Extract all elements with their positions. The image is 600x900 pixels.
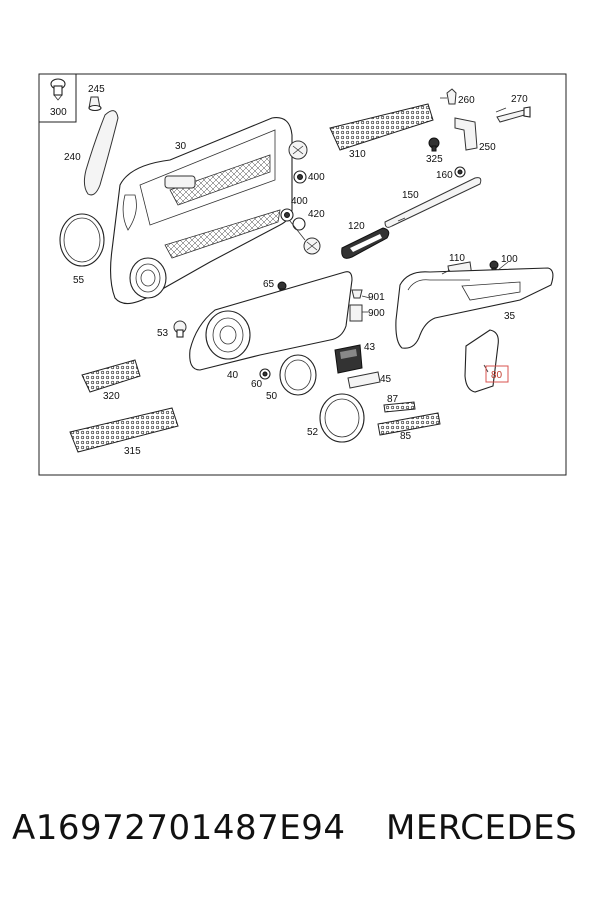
grille-315	[69, 407, 179, 453]
label-50: 50	[266, 391, 278, 402]
trim-150	[384, 177, 482, 228]
brand-name: MERCEDES	[386, 808, 578, 848]
clip-260	[446, 88, 457, 105]
label-45: 45	[380, 374, 392, 385]
label-40: 40	[227, 370, 239, 381]
screw-325	[428, 137, 440, 152]
label-260: 260	[458, 95, 475, 106]
clip-245	[88, 96, 102, 112]
highlight-box-80	[485, 365, 509, 383]
label-245: 245	[88, 84, 105, 95]
label-80: 80	[491, 370, 503, 381]
label-87: 87	[387, 394, 399, 405]
switch-901	[351, 289, 363, 299]
label-901: 901	[368, 292, 385, 303]
label-310: 310	[349, 149, 366, 160]
speaker-grille-55	[59, 213, 105, 267]
label-160: 160	[436, 170, 453, 181]
label-150: 150	[402, 190, 419, 201]
label-270: 270	[511, 94, 528, 105]
label-100: 100	[501, 254, 518, 265]
label-900: 900	[368, 308, 385, 319]
diagram-frame	[38, 73, 567, 476]
armrest-35	[395, 267, 554, 349]
clip-53	[173, 320, 187, 338]
speaker-ring-52	[319, 393, 365, 443]
screw-400b	[280, 208, 321, 255]
clip-300	[50, 78, 66, 101]
label-53: 53	[157, 328, 169, 339]
part-number: A16972701487E94	[12, 808, 346, 848]
label-300: 300	[50, 107, 67, 118]
switch-block-43	[334, 344, 363, 374]
label-320: 320	[103, 391, 120, 402]
door-panel-30	[109, 117, 293, 305]
screw-400a	[288, 140, 308, 184]
badge-87	[383, 401, 416, 413]
clip-60	[259, 368, 271, 380]
label-400-mid: 400	[291, 196, 308, 207]
footer: A16972701487E94 MERCEDES	[0, 808, 600, 858]
clip-160	[454, 166, 466, 178]
badge-85	[377, 412, 441, 436]
label-35: 35	[504, 311, 516, 322]
plate-45	[347, 371, 381, 389]
label-110: 110	[449, 253, 465, 264]
handle-120	[341, 227, 390, 259]
bracket-250	[454, 117, 478, 151]
label-420: 420	[308, 209, 325, 220]
lower-panel-40	[189, 271, 353, 371]
speaker-ring-50	[279, 354, 317, 396]
label-55: 55	[73, 275, 85, 286]
cover-80	[464, 329, 499, 393]
grille-320	[81, 359, 141, 393]
label-400-top: 400	[308, 172, 325, 183]
inset-box-300	[38, 73, 77, 123]
label-120: 120	[348, 221, 365, 232]
label-52: 52	[307, 427, 319, 438]
label-30: 30	[175, 141, 187, 152]
switch-900	[349, 304, 363, 322]
label-250: 250	[479, 142, 496, 153]
trim-240	[83, 110, 119, 196]
pin-270	[496, 106, 531, 123]
label-325: 325	[426, 154, 443, 165]
label-85: 85	[400, 431, 412, 442]
label-315: 315	[124, 446, 141, 457]
label-60: 60	[251, 379, 263, 390]
grille-310	[329, 103, 434, 151]
label-65: 65	[263, 279, 275, 290]
label-43: 43	[364, 342, 376, 353]
label-240: 240	[64, 152, 81, 163]
